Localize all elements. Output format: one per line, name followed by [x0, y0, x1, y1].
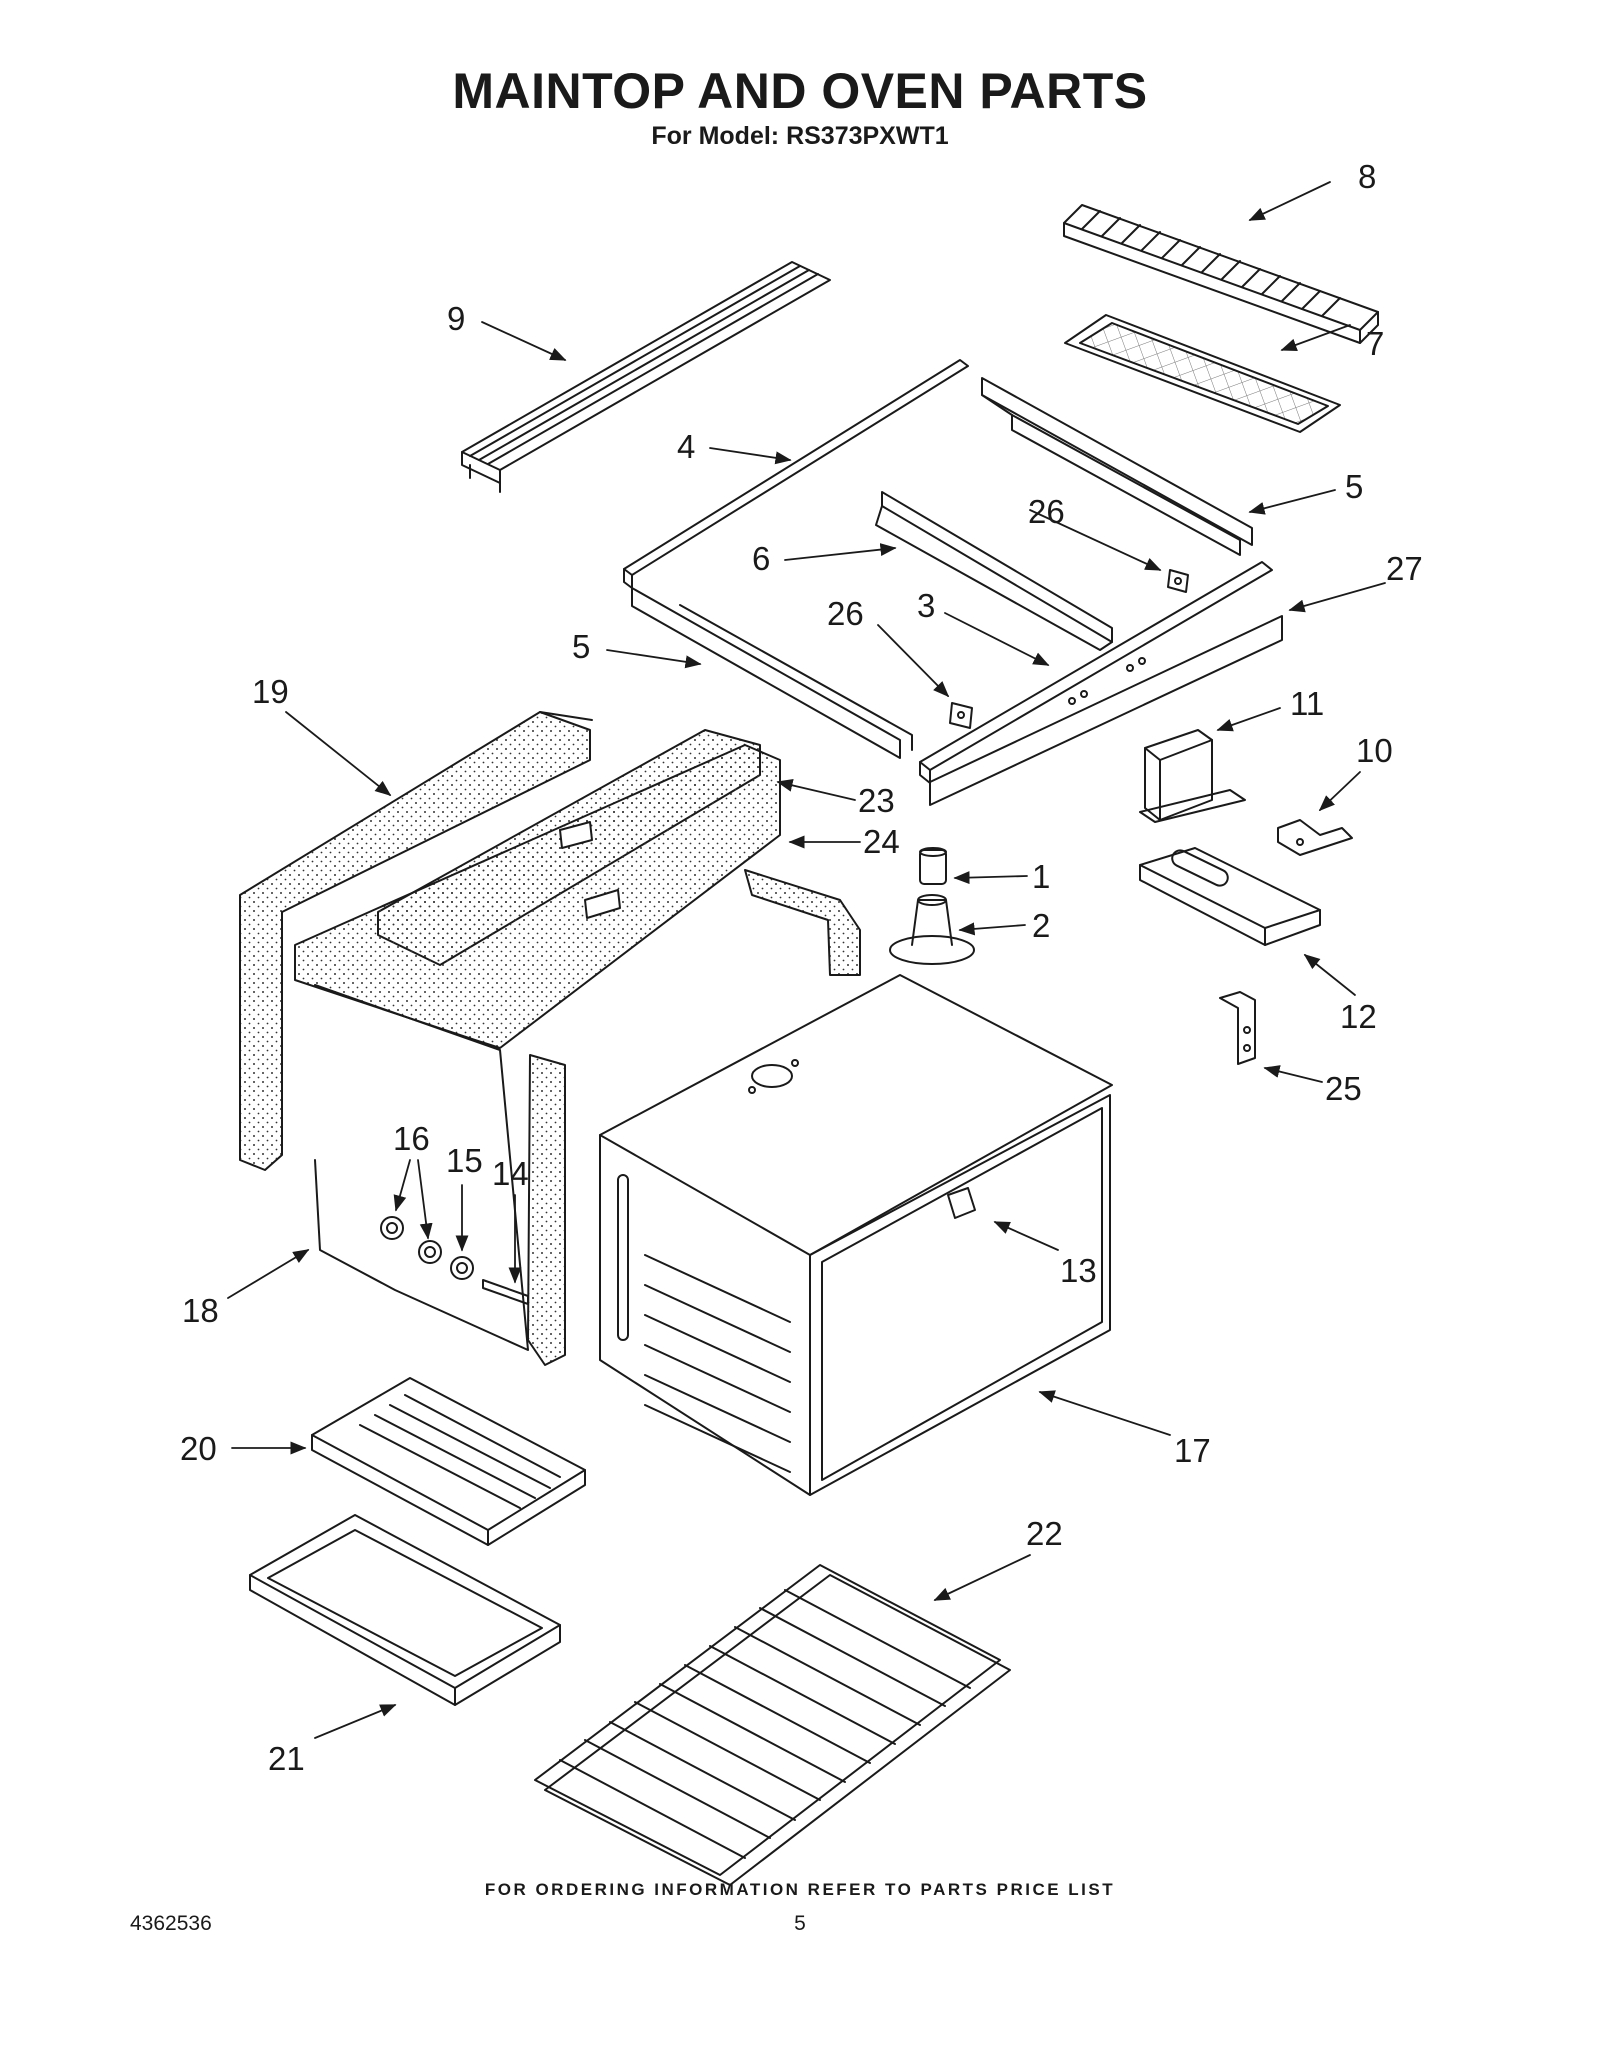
- part-25-bracket: [1219, 991, 1256, 1065]
- callout-10: 10: [1356, 732, 1393, 769]
- part-10-bracket: [1277, 819, 1353, 856]
- callout-4: 4: [677, 428, 695, 465]
- callout-5-left: 5: [572, 628, 590, 665]
- callout-9: 9: [447, 300, 465, 337]
- callout-24: 24: [863, 823, 900, 860]
- part-27-front-panel: [929, 615, 1283, 806]
- part-8-grate: [1063, 204, 1379, 344]
- leader-lines: [227, 181, 1386, 1739]
- callout-8: 8: [1358, 158, 1376, 195]
- document-number: 4362536: [130, 1912, 212, 1935]
- callout-22: 22: [1026, 1515, 1063, 1552]
- part-1-cap: [919, 847, 947, 885]
- callout-26-bottom: 26: [827, 595, 864, 632]
- part-5-side-rail-right: [981, 377, 1253, 556]
- part-11-block: [1139, 729, 1246, 823]
- callout-12: 12: [1340, 998, 1377, 1035]
- callout-18: 18: [182, 1292, 219, 1329]
- part-7-filter: [1064, 314, 1341, 433]
- callout-2: 2: [1032, 907, 1050, 944]
- callout-23: 23: [858, 782, 895, 819]
- callout-11: 11: [1290, 685, 1324, 722]
- callout-19: 19: [252, 673, 289, 710]
- part-4-rail: [623, 359, 969, 589]
- callout-3: 3: [917, 587, 935, 624]
- part-18-insulation-wrap: [314, 984, 529, 1351]
- callout-13: 13: [1060, 1252, 1097, 1289]
- ordering-note: FOR ORDERING INFORMATION REFER TO PARTS …: [484, 1880, 1116, 1899]
- callout-6: 6: [752, 540, 770, 577]
- page-number: 5: [794, 1912, 806, 1935]
- callout-21: 21: [268, 1740, 305, 1777]
- page-title: MAINTOP AND OVEN PARTS: [452, 63, 1148, 119]
- part-24-insulation: [294, 744, 861, 1366]
- part-6-center-rail: [875, 491, 1113, 651]
- callout-15: 15: [446, 1142, 483, 1179]
- part-22-oven-rack: [534, 1564, 1011, 1886]
- part-9-trim: [461, 261, 831, 493]
- part-21-broiler-pan: [249, 1514, 561, 1706]
- callout-7: 7: [1366, 325, 1384, 362]
- callout-16: 16: [393, 1120, 430, 1157]
- part-12-tray: [1139, 847, 1321, 946]
- part-5-side-rail-left: [631, 587, 913, 759]
- callout-14: 14: [492, 1155, 529, 1192]
- callout-26-top: 26: [1028, 493, 1065, 530]
- callout-25: 25: [1325, 1070, 1362, 1107]
- callout-1: 1: [1032, 858, 1050, 895]
- part-19-insulation: [239, 711, 593, 1171]
- callout-5-right: 5: [1345, 468, 1363, 505]
- model-subtitle: For Model: RS373PXWT1: [651, 122, 949, 150]
- part-17-oven-cavity: [599, 974, 1113, 1496]
- callout-labels: 8 7 9 4 5 26 6 27 3 26 5 19 11 10 23 24 …: [180, 158, 1423, 1777]
- part-26-bracket-top: [1167, 569, 1189, 593]
- part-26-bracket-bottom: [949, 702, 973, 729]
- part-20-broiler-grid: [311, 1377, 586, 1546]
- part-2-base: [889, 894, 975, 965]
- part-3-front-rail: [919, 561, 1273, 784]
- callout-20: 20: [180, 1430, 217, 1467]
- callout-27: 27: [1386, 550, 1423, 587]
- callout-17: 17: [1174, 1432, 1211, 1469]
